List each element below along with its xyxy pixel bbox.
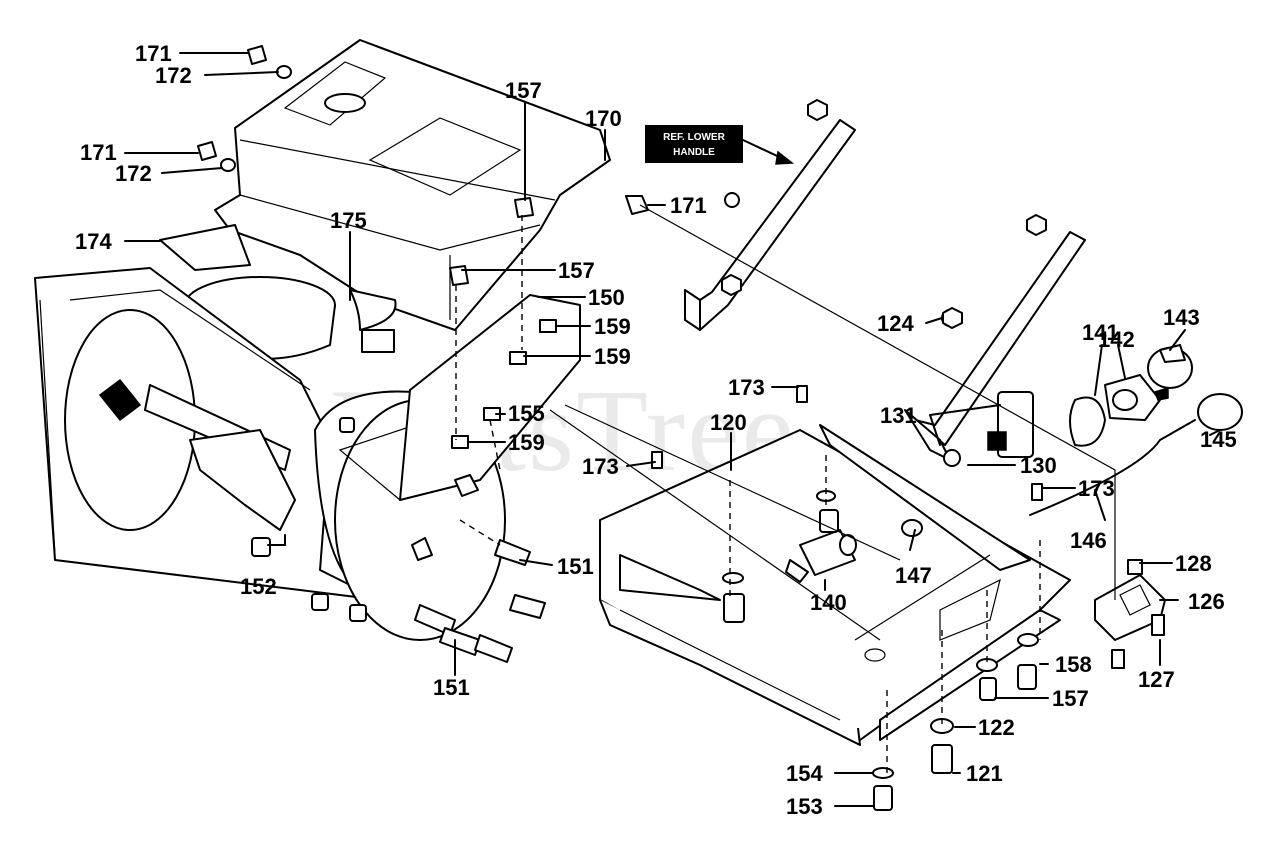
label-171: 171	[80, 140, 117, 165]
ref-note-line1: REF. LOWER	[663, 132, 725, 143]
label-158: 158	[1055, 652, 1092, 677]
label-155: 155	[508, 401, 545, 426]
label-143: 143	[1163, 305, 1200, 330]
base-fasteners	[651, 99, 1047, 811]
label-152: 152	[240, 574, 277, 599]
label-172: 172	[155, 63, 192, 88]
deflector-plate-part	[159, 224, 251, 271]
label-151: 151	[557, 554, 594, 579]
cover-fasteners	[197, 45, 649, 449]
reference-note-box: REF. LOWER HANDLE	[645, 125, 795, 165]
switch-part	[785, 529, 857, 583]
label-130: 130	[1020, 453, 1057, 478]
label-171: 171	[135, 41, 172, 66]
assembly-lines	[455, 204, 1116, 773]
label-120: 120	[710, 410, 747, 435]
relay-part	[1094, 559, 1166, 669]
upper-cover-part	[214, 39, 611, 331]
part-labels: 171 172 171 172 157 170 171 175 174 157 …	[75, 41, 1237, 819]
label-124: 124	[877, 311, 914, 336]
label-153: 153	[786, 794, 823, 819]
bearing-parts	[987, 344, 1243, 516]
label-141: 141	[1082, 320, 1119, 345]
label-131: 131	[880, 403, 917, 428]
label-157: 157	[558, 258, 595, 283]
label-142: 142	[1098, 327, 1135, 352]
leader-lines	[124, 52, 1221, 807]
auger-housing-part	[34, 267, 581, 641]
label-146: 146	[1070, 528, 1107, 553]
lower-handle-right	[904, 217, 1086, 467]
label-174: 174	[75, 229, 112, 254]
label-157: 157	[1052, 686, 1089, 711]
label-127: 127	[1138, 667, 1175, 692]
label-150: 150	[588, 285, 625, 310]
label-154: 154	[786, 761, 823, 786]
label-121: 121	[966, 761, 1003, 786]
ref-note-line2: HANDLE	[673, 147, 715, 158]
label-151: 151	[433, 675, 470, 700]
base-plate-part	[599, 424, 1071, 746]
label-175: 175	[330, 208, 367, 233]
label-147: 147	[895, 563, 932, 588]
label-140: 140	[810, 590, 847, 615]
label-145: 145	[1200, 427, 1237, 452]
label-172: 172	[115, 161, 152, 186]
label-170: 170	[585, 106, 622, 131]
label-128: 128	[1175, 551, 1212, 576]
label-157: 157	[505, 78, 542, 103]
label-171: 171	[670, 193, 707, 218]
label-159: 159	[594, 344, 631, 369]
label-122: 122	[978, 715, 1015, 740]
lower-handle-left	[684, 102, 856, 331]
label-173: 173	[1078, 476, 1115, 501]
housing-fasteners	[251, 417, 546, 663]
label-159: 159	[508, 430, 545, 455]
label-173: 173	[728, 375, 765, 400]
label-173: 173	[582, 454, 619, 479]
label-159: 159	[594, 314, 631, 339]
label-126: 126	[1188, 589, 1225, 614]
